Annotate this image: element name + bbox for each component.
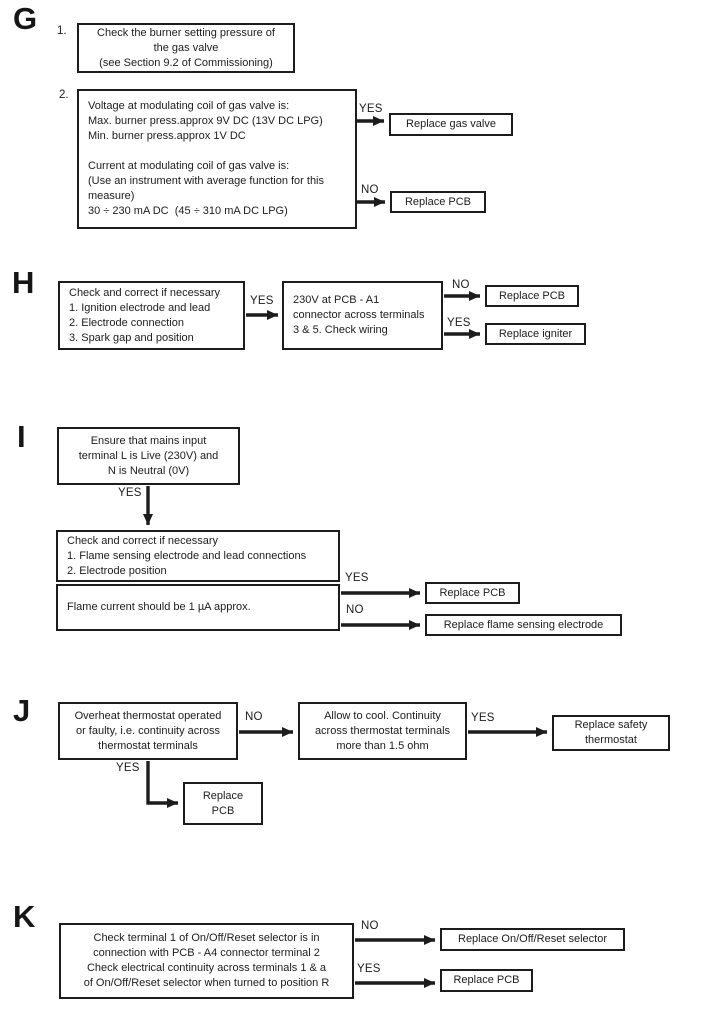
box-h-check-ignition-electrode: Check and correct if necessary 1. Igniti… <box>58 281 245 350</box>
box-h-replace-igniter: Replace igniter <box>485 323 586 345</box>
step-number-g1: 1. <box>57 25 67 37</box>
label-j-yes2: YES <box>116 762 140 774</box>
section-label-j: J <box>13 693 31 728</box>
box-g-voltage-current-coil-text: Voltage at modulating coil of gas valve … <box>88 100 325 217</box>
box-j-allow-to-cool: Allow to cool. Continuity across thermos… <box>298 702 467 760</box>
label-j-no: NO <box>245 711 263 723</box>
box-k-replace-onoffreset-selector: Replace On/Off/Reset selector <box>440 928 625 951</box>
box-j-replace-pcb-text: Replace PCB <box>202 789 244 817</box>
box-j-allow-to-cool-text: Allow to cool. Continuity across thermos… <box>314 709 451 752</box>
box-i-flame-current: Flame current should be 1 µA approx. <box>56 584 340 631</box>
label-j-yes: YES <box>471 712 495 724</box>
label-h-yes2: YES <box>447 317 471 329</box>
label-i-no: NO <box>346 604 364 616</box>
box-g-replace-pcb-text: Replace PCB <box>404 195 472 208</box>
box-j-overheat-thermostat-text: Overheat thermostat operated or faulty, … <box>74 709 222 752</box>
box-i-replace-pcb-text: Replace PCB <box>439 586 506 599</box>
box-j-replace-safety-thermostat: Replace safety thermostat <box>552 715 670 751</box>
box-g-voltage-current-coil: Voltage at modulating coil of gas valve … <box>77 89 357 229</box>
box-k-check-onoffreset-selector-text: Check terminal 1 of On/Off/Reset selecto… <box>83 932 330 989</box>
section-label-g: G <box>13 1 38 36</box>
box-i-replace-flame-electrode-text: Replace flame sensing electrode <box>443 618 604 631</box>
label-k-yes: YES <box>357 963 381 975</box>
box-k-replace-onoffreset-selector-text: Replace On/Off/Reset selector <box>458 933 607 945</box>
label-i-yes2: YES <box>345 572 369 584</box>
box-h-replace-pcb: Replace PCB <box>485 285 579 307</box>
label-h-yes: YES <box>250 295 274 307</box>
box-i-replace-flame-electrode: Replace flame sensing electrode <box>425 614 622 636</box>
box-i-ensure-mains-input: Ensure that mains input terminal L is Li… <box>57 427 240 485</box>
box-i-check-flame-sensing-text: Check and correct if necessary 1. Flame … <box>67 534 307 577</box>
section-label-i: I <box>17 419 27 454</box>
box-k-replace-pcb-text: Replace PCB <box>453 974 520 986</box>
label-g-no: NO <box>361 184 379 196</box>
label-i-yes: YES <box>118 487 142 499</box>
box-g-replace-gas-valve-text: Replace gas valve <box>406 118 496 130</box>
box-h-check-ignition-electrode-text: Check and correct if necessary 1. Igniti… <box>69 286 221 344</box>
box-h-replace-pcb-text: Replace PCB <box>498 289 566 302</box>
section-label-k: K <box>13 899 36 934</box>
step-number-g2: 2. <box>59 89 69 101</box>
box-g-replace-pcb: Replace PCB <box>390 191 486 213</box>
box-h-230v-pcb-a1: 230V at PCB - A1 connector across termin… <box>282 281 443 350</box>
box-i-ensure-mains-input-text: Ensure that mains input terminal L is Li… <box>78 434 219 477</box>
box-i-check-flame-sensing: Check and correct if necessary 1. Flame … <box>56 530 340 582</box>
box-g-check-burner-pressure: Check the burner setting pressure of the… <box>77 23 295 73</box>
box-k-check-onoffreset-selector: Check terminal 1 of On/Off/Reset selecto… <box>59 923 354 999</box>
label-g-yes: YES <box>359 103 383 115</box>
box-i-flame-current-text: Flame current should be 1 µA approx. <box>67 601 251 613</box>
box-i-replace-pcb: Replace PCB <box>425 582 520 604</box>
box-j-replace-safety-thermostat-text: Replace safety thermostat <box>574 719 648 746</box>
box-h-replace-igniter-text: Replace igniter <box>498 327 573 340</box>
box-g-replace-gas-valve: Replace gas valve <box>389 113 513 136</box>
box-k-replace-pcb: Replace PCB <box>440 969 533 992</box>
section-label-h: H <box>12 265 35 300</box>
box-h-230v-pcb-a1-text: 230V at PCB - A1 connector across termin… <box>293 294 425 336</box>
box-j-replace-pcb: Replace PCB <box>183 782 263 825</box>
box-g-check-burner-pressure-text: Check the burner setting pressure of the… <box>97 26 275 69</box>
label-h-no: NO <box>452 279 470 291</box>
box-j-overheat-thermostat: Overheat thermostat operated or faulty, … <box>58 702 238 760</box>
label-k-no: NO <box>361 920 379 932</box>
arrow-j-yes-elbow <box>146 761 178 808</box>
